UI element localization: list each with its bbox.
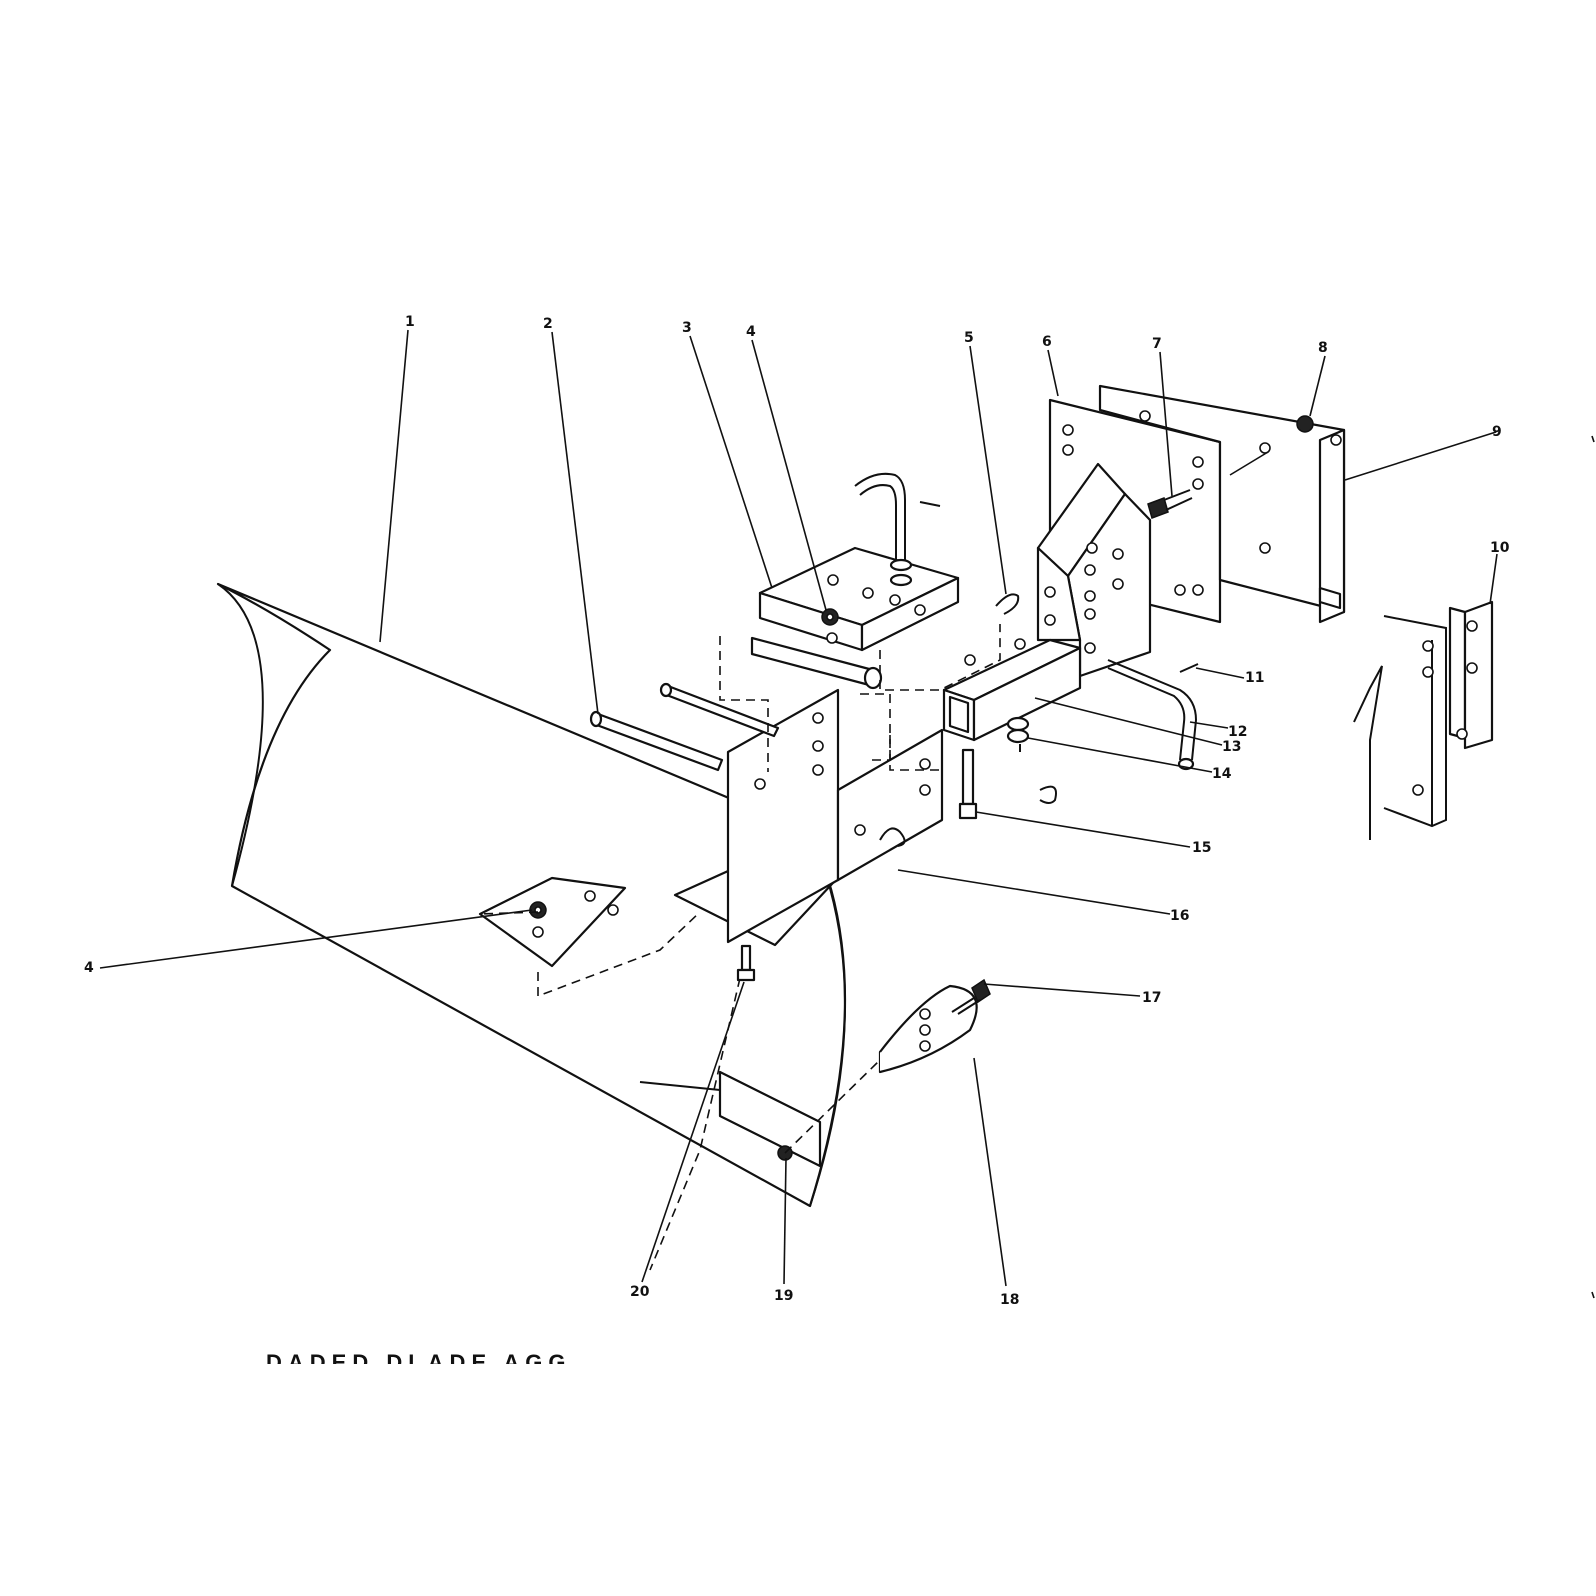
skid-bolt [951,978,991,1015]
callout-13: 13 [1222,739,1241,755]
callout-17: 17 [1142,990,1161,1006]
hitch-tower [1036,462,1152,678]
mounting-bracket [673,688,944,947]
callout-7: 7 [1152,336,1162,352]
margin-marks [1591,435,1595,1299]
callout-18: 18 [1000,1292,1019,1308]
hidden-assembly-lines [479,624,1001,1271]
callout-15: 15 [1192,840,1211,856]
cotter-pin [1179,663,1199,673]
callout-2: 2 [543,316,553,332]
callout-10: 10 [1490,540,1510,556]
lower-bolt [736,944,756,982]
callout-4-lower: 4 [84,960,94,976]
leader-lines [99,329,1498,1287]
frame-channel [1098,384,1346,624]
callout-6: 6 [1042,334,1052,350]
skid-shoe [878,984,978,1074]
bolt [1147,451,1269,519]
callout-16: 16 [1170,908,1189,924]
callout-14: 14 [1212,766,1232,782]
callout-3: 3 [682,320,692,336]
callout-9: 9 [1492,424,1502,440]
diagram-caption: DADED DLADE AGG [266,1350,572,1375]
callout-1: 1 [405,314,415,330]
callout-19: 19 [774,1288,793,1304]
callout-labels: 1 2 3 4 5 6 7 8 9 10 11 12 13 14 15 16 4… [84,314,1510,1308]
wear-strip [1353,615,1447,840]
channel-bracket [750,546,960,690]
hitch-pin [1107,659,1198,771]
square-tube [942,638,1082,742]
washers-and-bolt [958,716,1057,820]
callout-11: 11 [1245,670,1264,686]
callout-12: 12 [1228,724,1247,740]
callout-5: 5 [964,330,974,346]
pivot-pin [589,682,780,772]
spring-clip [995,593,1020,615]
callout-20: 20 [630,1284,650,1300]
lift-pin-handle [854,472,941,587]
callout-8: 8 [1318,340,1328,356]
angle-bracket [1448,600,1494,750]
caption-cropped: DADED DLADE AGG [266,1350,572,1375]
blade-mount-plate-left [478,876,627,968]
callout-4-upper: 4 [746,324,756,340]
